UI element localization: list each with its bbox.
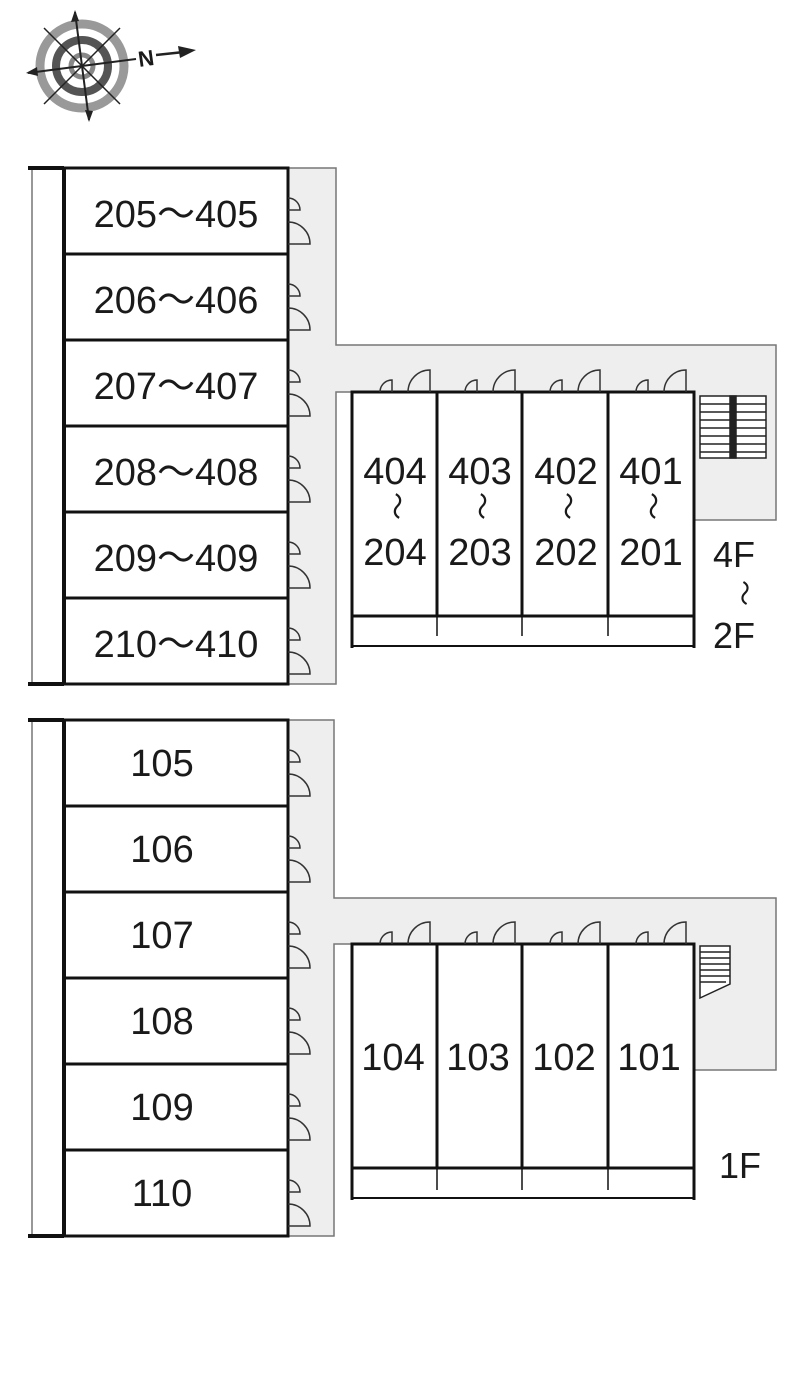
unit-label-105: 105 [130,743,193,785]
lower-west-balcony [31,719,65,1237]
compass-icon: N [26,10,196,122]
unit-label-103: 103 [446,1037,509,1079]
unit-label-109: 109 [130,1087,193,1129]
lower-west-doors [287,749,311,1227]
floor-label-4f: 4F [713,534,755,575]
lower-east-doors [379,921,687,945]
lower-floor-plan: 105 106 107 108 109 110 104 103 10 [28,718,777,1238]
unit-label-203: 203 [448,532,511,574]
unit-label-401: 401 [619,451,682,493]
unit-label-206-406: 206～406 [94,280,259,322]
floor-label-1f: 1F [719,1145,761,1186]
unit-label-402: 402 [534,451,597,493]
unit-tilde-401-201: ～ [637,492,668,520]
upper-east-labels: 404 ～ 204 403 ～ 203 402 ～ 202 401 ～ 201 [363,451,682,574]
unit-label-404: 404 [363,451,426,493]
unit-label-104: 104 [361,1037,424,1079]
upper-staircase [699,395,767,459]
upper-west-balcony [31,167,65,685]
unit-tilde-402-202: ～ [552,492,583,520]
lower-east-units [350,942,696,1200]
lower-staircase [699,945,731,1000]
unit-label-107: 107 [130,915,193,957]
unit-label-102: 102 [532,1037,595,1079]
upper-west-units [28,166,290,686]
unit-label-101: 101 [617,1037,680,1079]
unit-label-202: 202 [534,532,597,574]
lower-west-units [28,718,290,1238]
unit-label-201: 201 [619,532,682,574]
unit-label-209-409: 209～409 [94,538,259,580]
north-label: N [136,45,155,72]
unit-label-106: 106 [130,829,193,871]
unit-label-108: 108 [130,1001,193,1043]
floor-label-tilde: ～ [729,580,759,606]
floor-label-2f: 2F [713,615,755,656]
unit-label-210-410: 210～410 [94,624,259,666]
unit-label-207-407: 207～407 [94,366,259,408]
unit-label-208-408: 208～408 [94,452,259,494]
upper-east-units [350,390,696,648]
unit-label-205-405: 205～405 [94,194,259,236]
unit-label-110: 110 [132,1173,193,1215]
upper-floor-plan: 205～405 206～406 207～407 208～408 209～409 … [28,166,777,686]
upper-west-doors [287,197,311,675]
unit-tilde-404-204: ～ [381,492,412,520]
unit-label-204: 204 [363,532,426,574]
upper-east-doors [379,369,687,393]
unit-tilde-403-203: ～ [466,492,497,520]
unit-label-403: 403 [448,451,511,493]
